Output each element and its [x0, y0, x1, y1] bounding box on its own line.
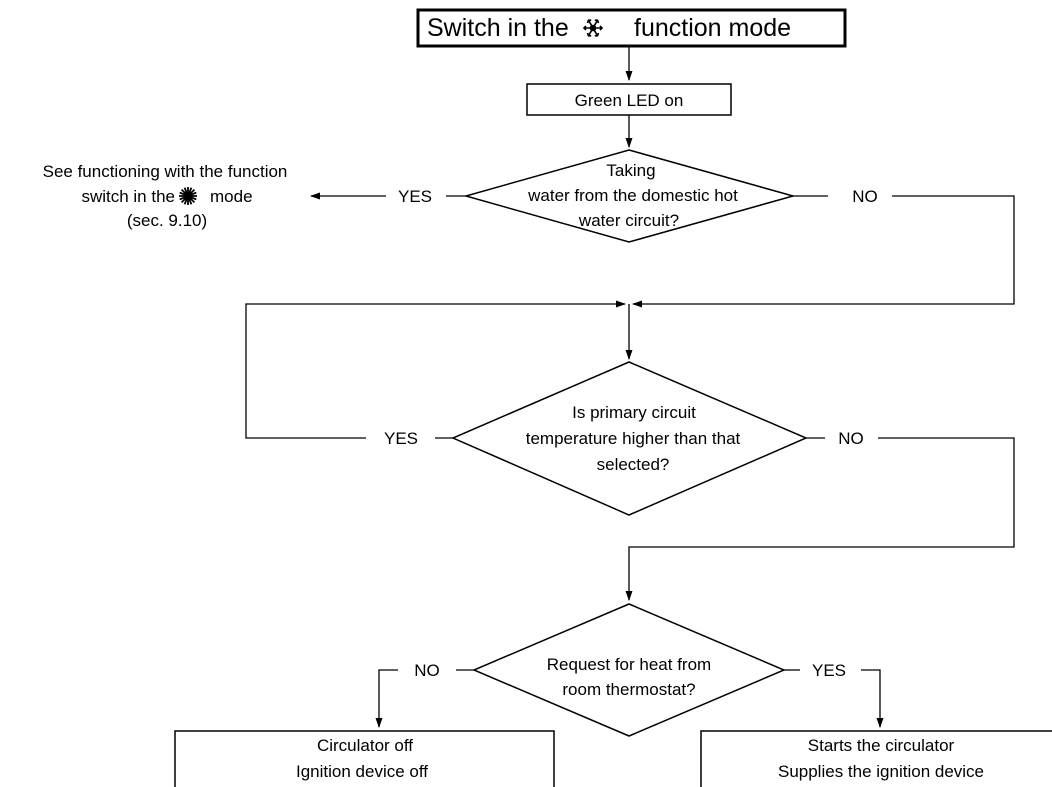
decision2-line3: selected? [597, 455, 670, 474]
decision3-no-label: NO [414, 661, 440, 680]
decision-primary-temp: Is primary circuit temperature higher th… [451, 361, 808, 516]
result-right-line1: Starts the circulator [808, 736, 955, 755]
decision2-line1: Is primary circuit [572, 403, 696, 422]
see-function-note: See functioning with the function switch… [43, 162, 288, 230]
decision-dhw-draw: Taking water from the domestic hot water… [463, 149, 796, 243]
result-left-line2: Ignition device off [296, 762, 428, 781]
decision1-no-loop [632, 195, 1015, 308]
note-line1: See functioning with the function [43, 162, 288, 181]
decision1-line2: water from the domestic hot [527, 186, 738, 205]
sun-icon [179, 187, 197, 205]
decision2-yes-loop [245, 300, 626, 439]
decision2-no-path [625, 437, 1015, 601]
decision1-no-label: NO [852, 187, 878, 206]
title-prefix: Switch in the [427, 14, 569, 42]
led-box: Green LED on [526, 83, 732, 116]
result-right-line2: Supplies the ignition device [778, 762, 984, 781]
title-suffix: function mode [634, 14, 791, 42]
decision1-yes-label: YES [398, 187, 432, 206]
note-line3: (sec. 9.10) [127, 211, 207, 230]
decision2-no-label: NO [838, 429, 864, 448]
decision3-line2: room thermostat? [562, 680, 695, 699]
result-left-line1: Circulator off [317, 736, 413, 755]
note-line2-suffix: mode [210, 187, 253, 206]
result-circulator-off: Circulator off Ignition device off [174, 730, 555, 787]
decision3-no-arrow [375, 669, 398, 728]
decision2-yes-label: YES [384, 429, 418, 448]
decision3-yes-label: YES [812, 661, 846, 680]
decision1-line3: water circuit? [578, 211, 679, 230]
decision1-line1: Taking [606, 161, 655, 180]
note-line2-prefix: switch in the [81, 187, 175, 206]
decision-room-thermostat: Request for heat from room thermostat? [472, 603, 786, 737]
result-circulator-start: Starts the circulator Supplies the ignit… [700, 730, 1052, 787]
decision2-line2: temperature higher than that [526, 429, 741, 448]
snowflake-icon [582, 19, 604, 37]
decision3-yes-arrow [861, 669, 884, 728]
led-label: Green LED on [575, 91, 684, 110]
title-box: Switch in the function mode [416, 8, 847, 48]
decision3-line1: Request for heat from [547, 655, 711, 674]
